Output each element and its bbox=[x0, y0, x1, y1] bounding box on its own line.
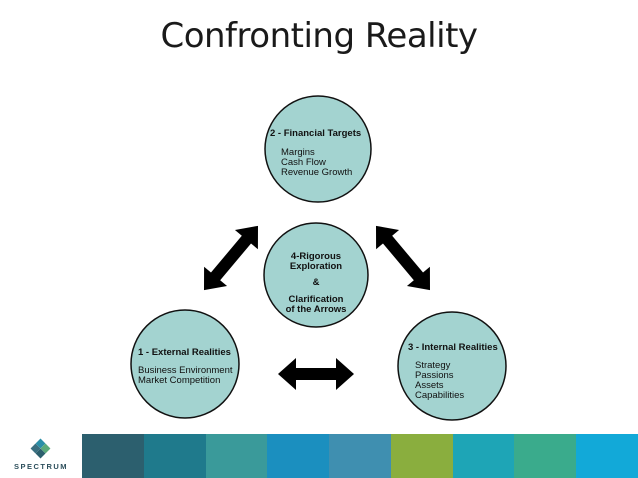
financial-item: Margins bbox=[281, 147, 315, 158]
center-line: 4-Rigorous bbox=[291, 251, 341, 262]
right-diagonal-arrow bbox=[376, 225, 430, 291]
footer-stripe bbox=[576, 434, 638, 478]
financial-targets-circle bbox=[264, 95, 372, 203]
footer-stripe bbox=[329, 434, 391, 478]
footer-stripe bbox=[390, 434, 453, 478]
internal-item: Assets bbox=[415, 380, 444, 391]
external-item: Business Environment bbox=[138, 365, 233, 376]
internal-item: Capabilities bbox=[415, 390, 464, 401]
internal-item: Passions bbox=[415, 370, 454, 381]
footer-stripe bbox=[205, 434, 268, 478]
center-line: Clarification bbox=[289, 294, 344, 305]
external-realities-circle bbox=[130, 309, 240, 419]
center-line: & bbox=[313, 277, 320, 288]
external-item: Market Competition bbox=[138, 375, 220, 386]
bottom-horizontal-arrow bbox=[278, 358, 354, 390]
internal-realities-circle bbox=[397, 311, 507, 421]
footer-stripe bbox=[267, 434, 330, 478]
footer-stripe bbox=[452, 434, 515, 478]
financial-item: Cash Flow bbox=[281, 157, 326, 168]
center-line: Exploration bbox=[290, 261, 342, 272]
spectrum-logo: SPECTRUM bbox=[10, 438, 72, 474]
center-line: of the Arrows bbox=[286, 304, 347, 315]
internal-item: Strategy bbox=[415, 360, 451, 371]
spectrum-logo-mark bbox=[30, 438, 51, 459]
internal-realities-title: 3 - Internal Realities bbox=[408, 342, 498, 353]
left-diagonal-arrow bbox=[204, 225, 258, 291]
rigorous-exploration-circle bbox=[263, 222, 369, 328]
footer-color-bar bbox=[82, 434, 638, 478]
footer-stripe bbox=[82, 434, 144, 478]
financial-targets-title: 2 - Financial Targets bbox=[270, 128, 361, 139]
financial-item: Revenue Growth bbox=[281, 167, 352, 178]
slide-title: Confronting Reality bbox=[160, 16, 478, 56]
spectrum-logo-text: SPECTRUM bbox=[13, 462, 69, 471]
footer-stripe bbox=[143, 434, 206, 478]
footer-stripe bbox=[514, 434, 577, 478]
external-realities-title: 1 - External Realities bbox=[138, 347, 231, 358]
